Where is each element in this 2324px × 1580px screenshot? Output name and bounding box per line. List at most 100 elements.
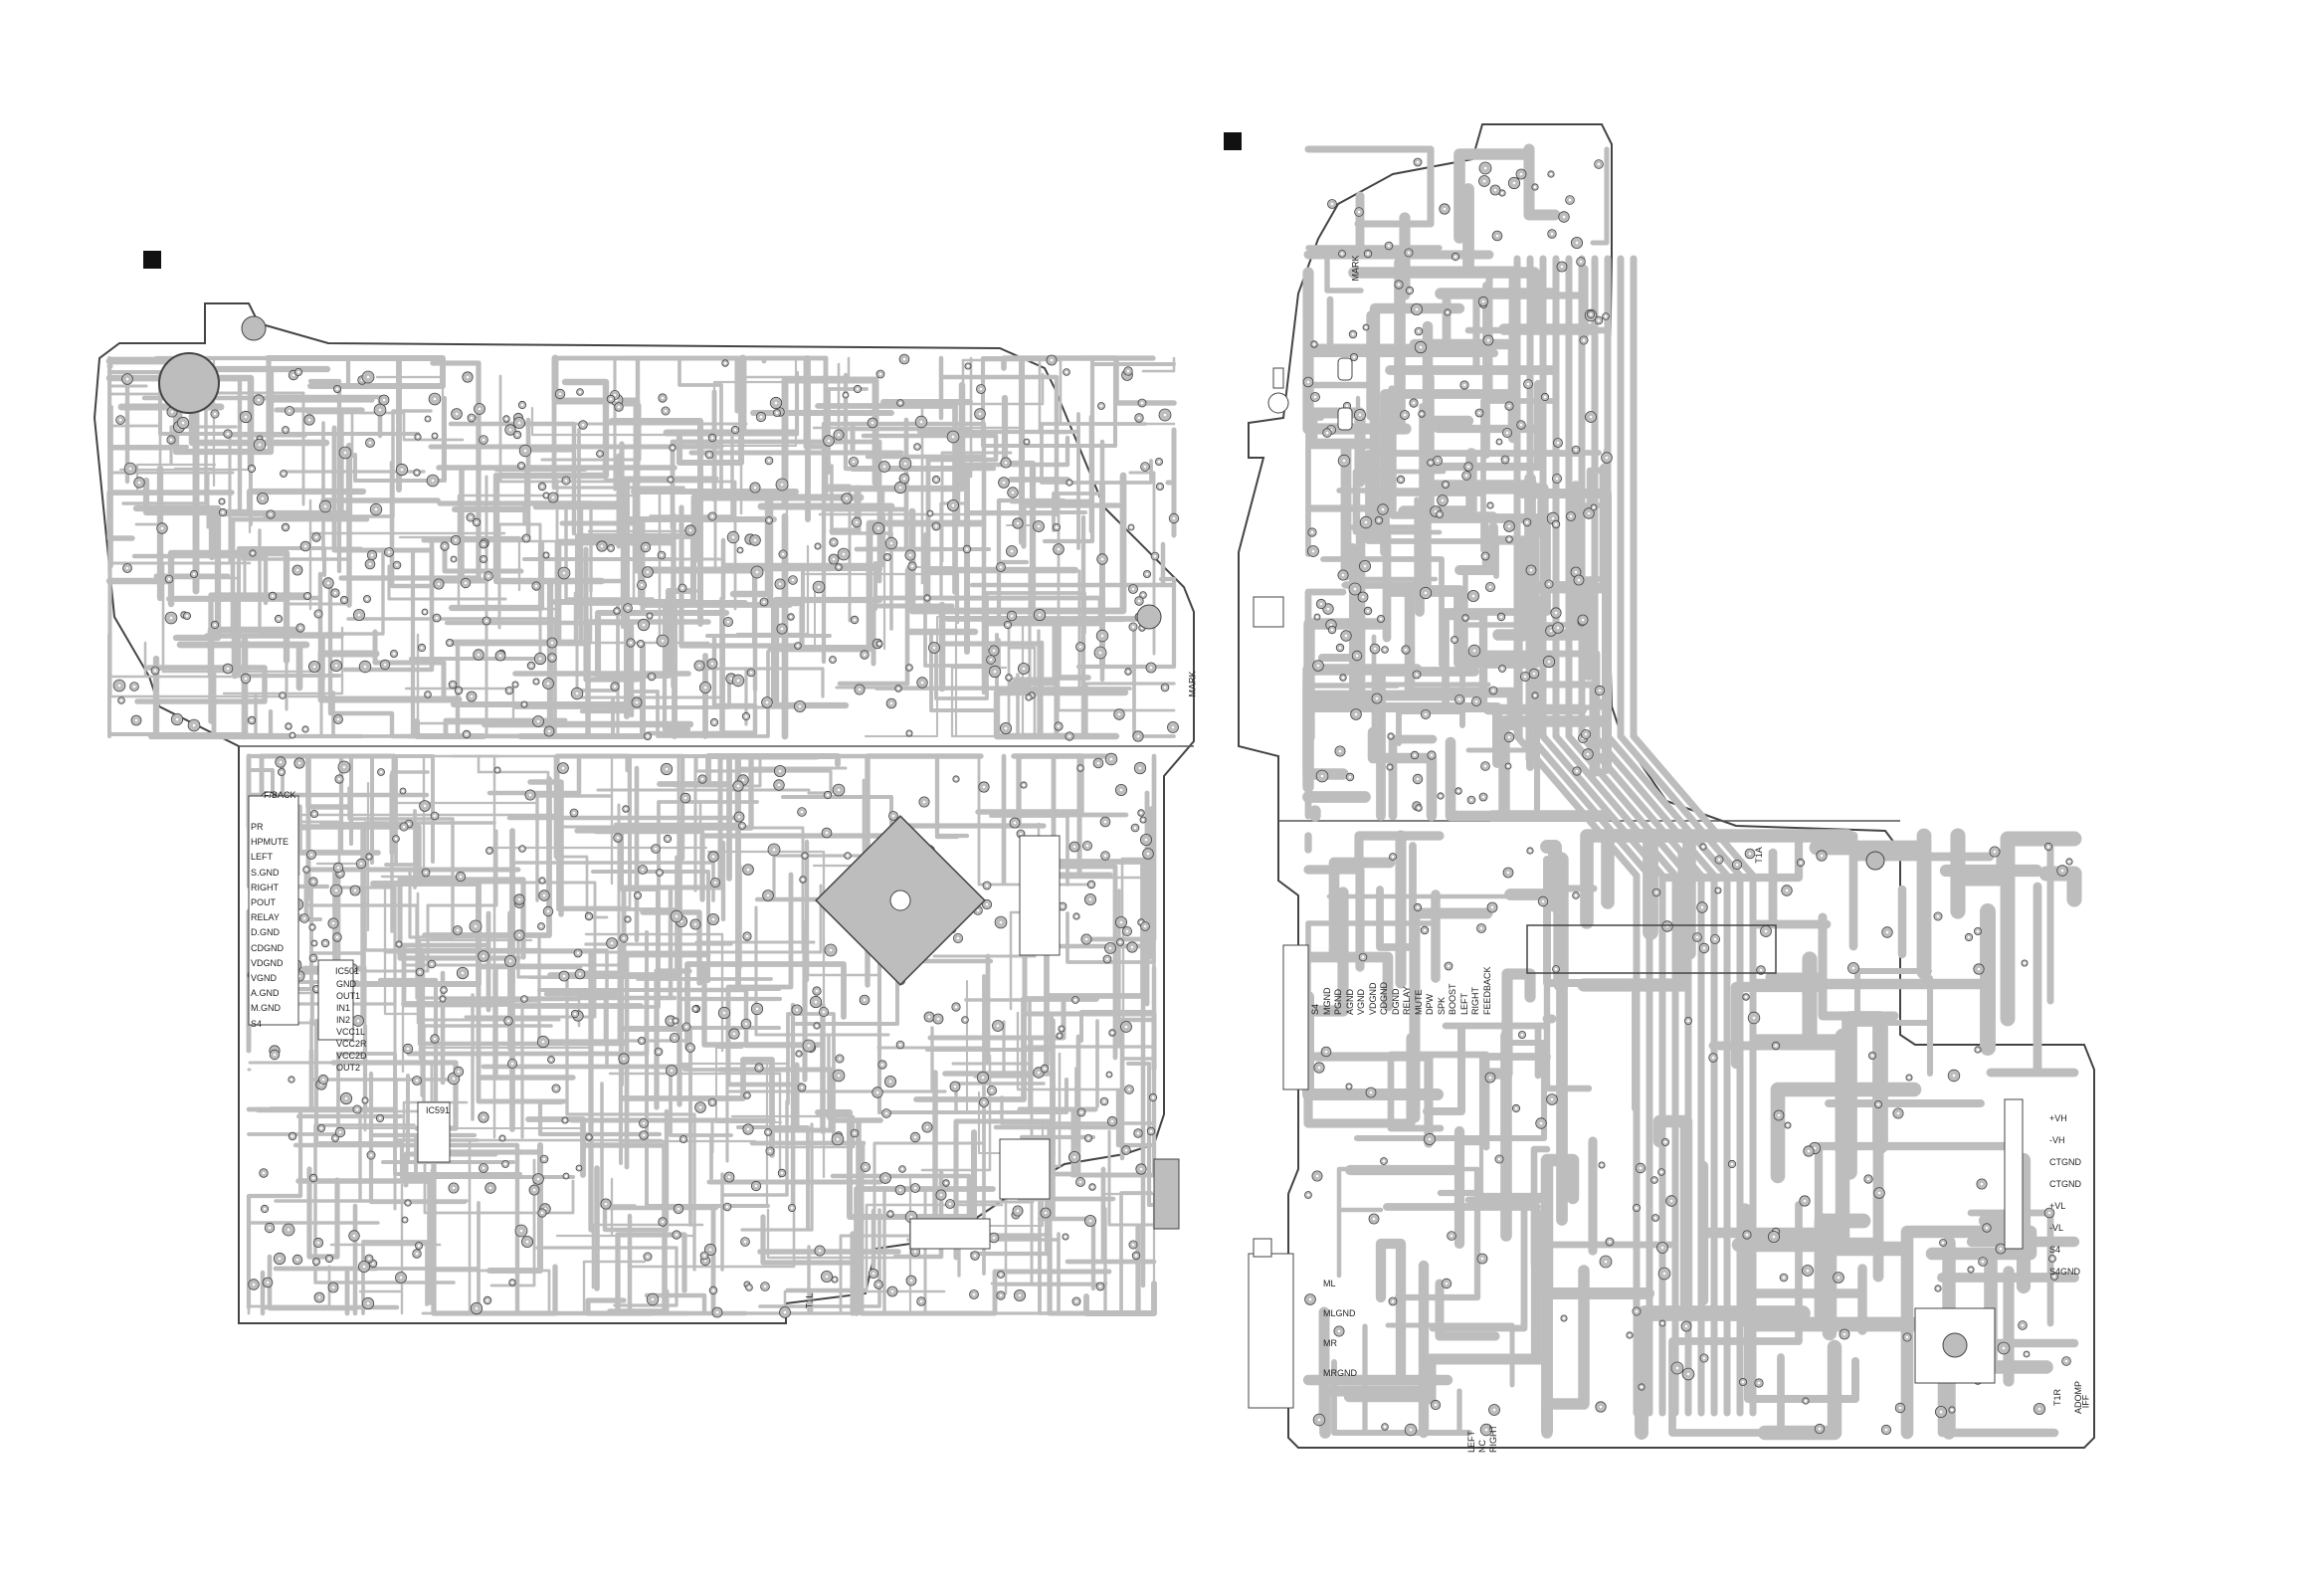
pad-hole: [1471, 594, 1475, 598]
pad-hole: [181, 421, 185, 425]
pad-hole: [789, 615, 793, 619]
pad-hole: [461, 971, 465, 975]
pad-hole: [1382, 1159, 1386, 1163]
pad-hole: [1977, 967, 1981, 971]
pad-hole: [677, 1207, 680, 1211]
pad-hole: [1317, 1066, 1321, 1070]
pad-hole: [1764, 929, 1768, 933]
pad-hole: [622, 936, 626, 940]
pad-hole: [2047, 1211, 2051, 1215]
pad-hole: [1403, 413, 1407, 417]
pad-hole: [1058, 1034, 1062, 1038]
pad-hole: [1939, 1410, 1943, 1414]
pad-hole: [268, 1226, 272, 1230]
pad-hole: [353, 889, 357, 892]
pad-hole: [1514, 1106, 1518, 1110]
pad-hole: [271, 594, 275, 598]
pad-hole: [1044, 1211, 1048, 1215]
pad-hole: [1325, 431, 1329, 435]
pad-hole: [1319, 602, 1323, 606]
pad-hole: [1103, 820, 1107, 824]
pad-hole: [1117, 712, 1121, 716]
pad-hole: [838, 1057, 842, 1061]
copper-trace: [584, 932, 724, 1053]
pad-hole: [818, 1249, 822, 1253]
pad-hole: [503, 1162, 507, 1166]
pad-hole: [1818, 1427, 1822, 1431]
copper-trace: [263, 409, 433, 518]
ic-pin-label: GND: [336, 979, 356, 989]
pad-hole: [221, 510, 225, 514]
pad-hole: [383, 663, 387, 667]
pad-hole: [433, 1037, 437, 1041]
pad-hole: [2050, 1257, 2054, 1261]
pad-hole: [1807, 1149, 1811, 1153]
pad-hole: [956, 936, 960, 940]
pad-hole: [1072, 1155, 1076, 1159]
pad-hole: [1417, 806, 1421, 810]
pad-hole: [1316, 664, 1320, 668]
pad-hole: [1752, 1016, 1756, 1020]
pad-hole: [1503, 458, 1507, 462]
copper-trace: [927, 993, 1066, 1041]
pad-hole: [387, 550, 391, 554]
pad-hole: [1976, 929, 1980, 933]
pad-hole: [378, 408, 382, 412]
connector-pin-label: A.GND: [251, 988, 280, 999]
pad-hole: [775, 411, 779, 415]
pad-hole: [167, 577, 171, 581]
pad-hole: [1391, 1299, 1395, 1303]
pad-hole: [457, 689, 461, 692]
pad-hole: [459, 875, 463, 879]
pad-hole: [577, 1166, 581, 1170]
pad-hole: [1575, 769, 1579, 773]
copper-trace: [670, 800, 702, 833]
pad-hole: [880, 1063, 884, 1067]
pad-hole: [542, 893, 546, 897]
connector-pin-label: PGND: [1333, 988, 1343, 1015]
pad-hole: [1351, 332, 1355, 336]
pad-hole: [374, 507, 378, 511]
copper-trace: [1120, 857, 1156, 918]
copper-trace: [1165, 427, 1177, 538]
pad-hole: [338, 872, 342, 876]
pad-hole: [825, 831, 829, 835]
pad-hole: [990, 1088, 994, 1092]
copper-trace: [1744, 1319, 1859, 1403]
pad-hole: [1748, 852, 1752, 856]
connector-pin-label: S4: [251, 1018, 263, 1029]
pad-hole: [1358, 413, 1362, 417]
copper-trace: [404, 633, 515, 731]
copper-trace: [624, 952, 711, 1170]
pad-hole: [1652, 1178, 1656, 1182]
pad-hole: [1568, 198, 1572, 202]
pad-hole: [515, 433, 519, 437]
pad-hole: [1635, 1309, 1639, 1313]
pad-hole: [282, 472, 286, 476]
pad-hole: [1445, 1282, 1449, 1285]
pad-hole: [932, 646, 936, 650]
connector-pin-label: VDGND: [251, 957, 284, 968]
pad-hole: [609, 546, 613, 550]
copper-trace: [555, 1177, 696, 1238]
copper-trace: [707, 667, 825, 726]
pad-hole: [561, 766, 565, 770]
pad-hole: [907, 666, 911, 670]
pad-hole: [1007, 676, 1011, 680]
pad-hole: [1774, 1044, 1778, 1048]
pad-hole: [1078, 645, 1082, 649]
pad-hole: [1342, 459, 1346, 463]
pad-hole: [665, 767, 669, 771]
pad-hole: [1050, 358, 1054, 362]
pad-hole: [1556, 441, 1560, 445]
pad-hole: [169, 616, 173, 620]
pad-hole: [1605, 456, 1609, 460]
pad-hole: [973, 1254, 977, 1258]
pad-hole: [290, 1078, 293, 1082]
pad-hole: [651, 1297, 655, 1301]
pad-hole: [334, 889, 338, 892]
pad-hole: [399, 1276, 403, 1280]
pad-hole: [727, 1175, 731, 1179]
pad-hole: [366, 375, 370, 379]
copper-trace: [1481, 968, 1536, 1080]
